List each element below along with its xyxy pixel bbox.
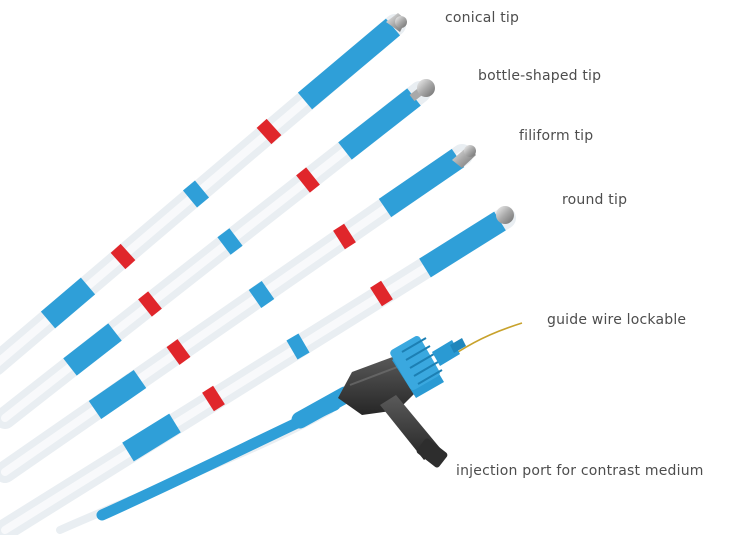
catheter-conical (0, 13, 407, 375)
label-injection-port: injection port for contrast medium (456, 463, 704, 479)
label-filiform-tip: filiform tip (519, 128, 594, 144)
label-conical-tip: conical tip (445, 10, 520, 26)
label-guide-wire-lockable: guide wire lockable (547, 312, 687, 328)
catheter-with-connector (56, 386, 354, 534)
catheter-round (0, 206, 516, 535)
catheter-bottle-shaped (0, 79, 435, 429)
y-connector (338, 355, 448, 468)
label-bottle-shaped-tip: bottle-shaped tip (478, 68, 602, 84)
guide-wire-lock-hub (390, 336, 466, 398)
catheter-filiform (0, 144, 476, 483)
label-round-tip: round tip (562, 192, 628, 208)
guide-wire (457, 322, 523, 353)
